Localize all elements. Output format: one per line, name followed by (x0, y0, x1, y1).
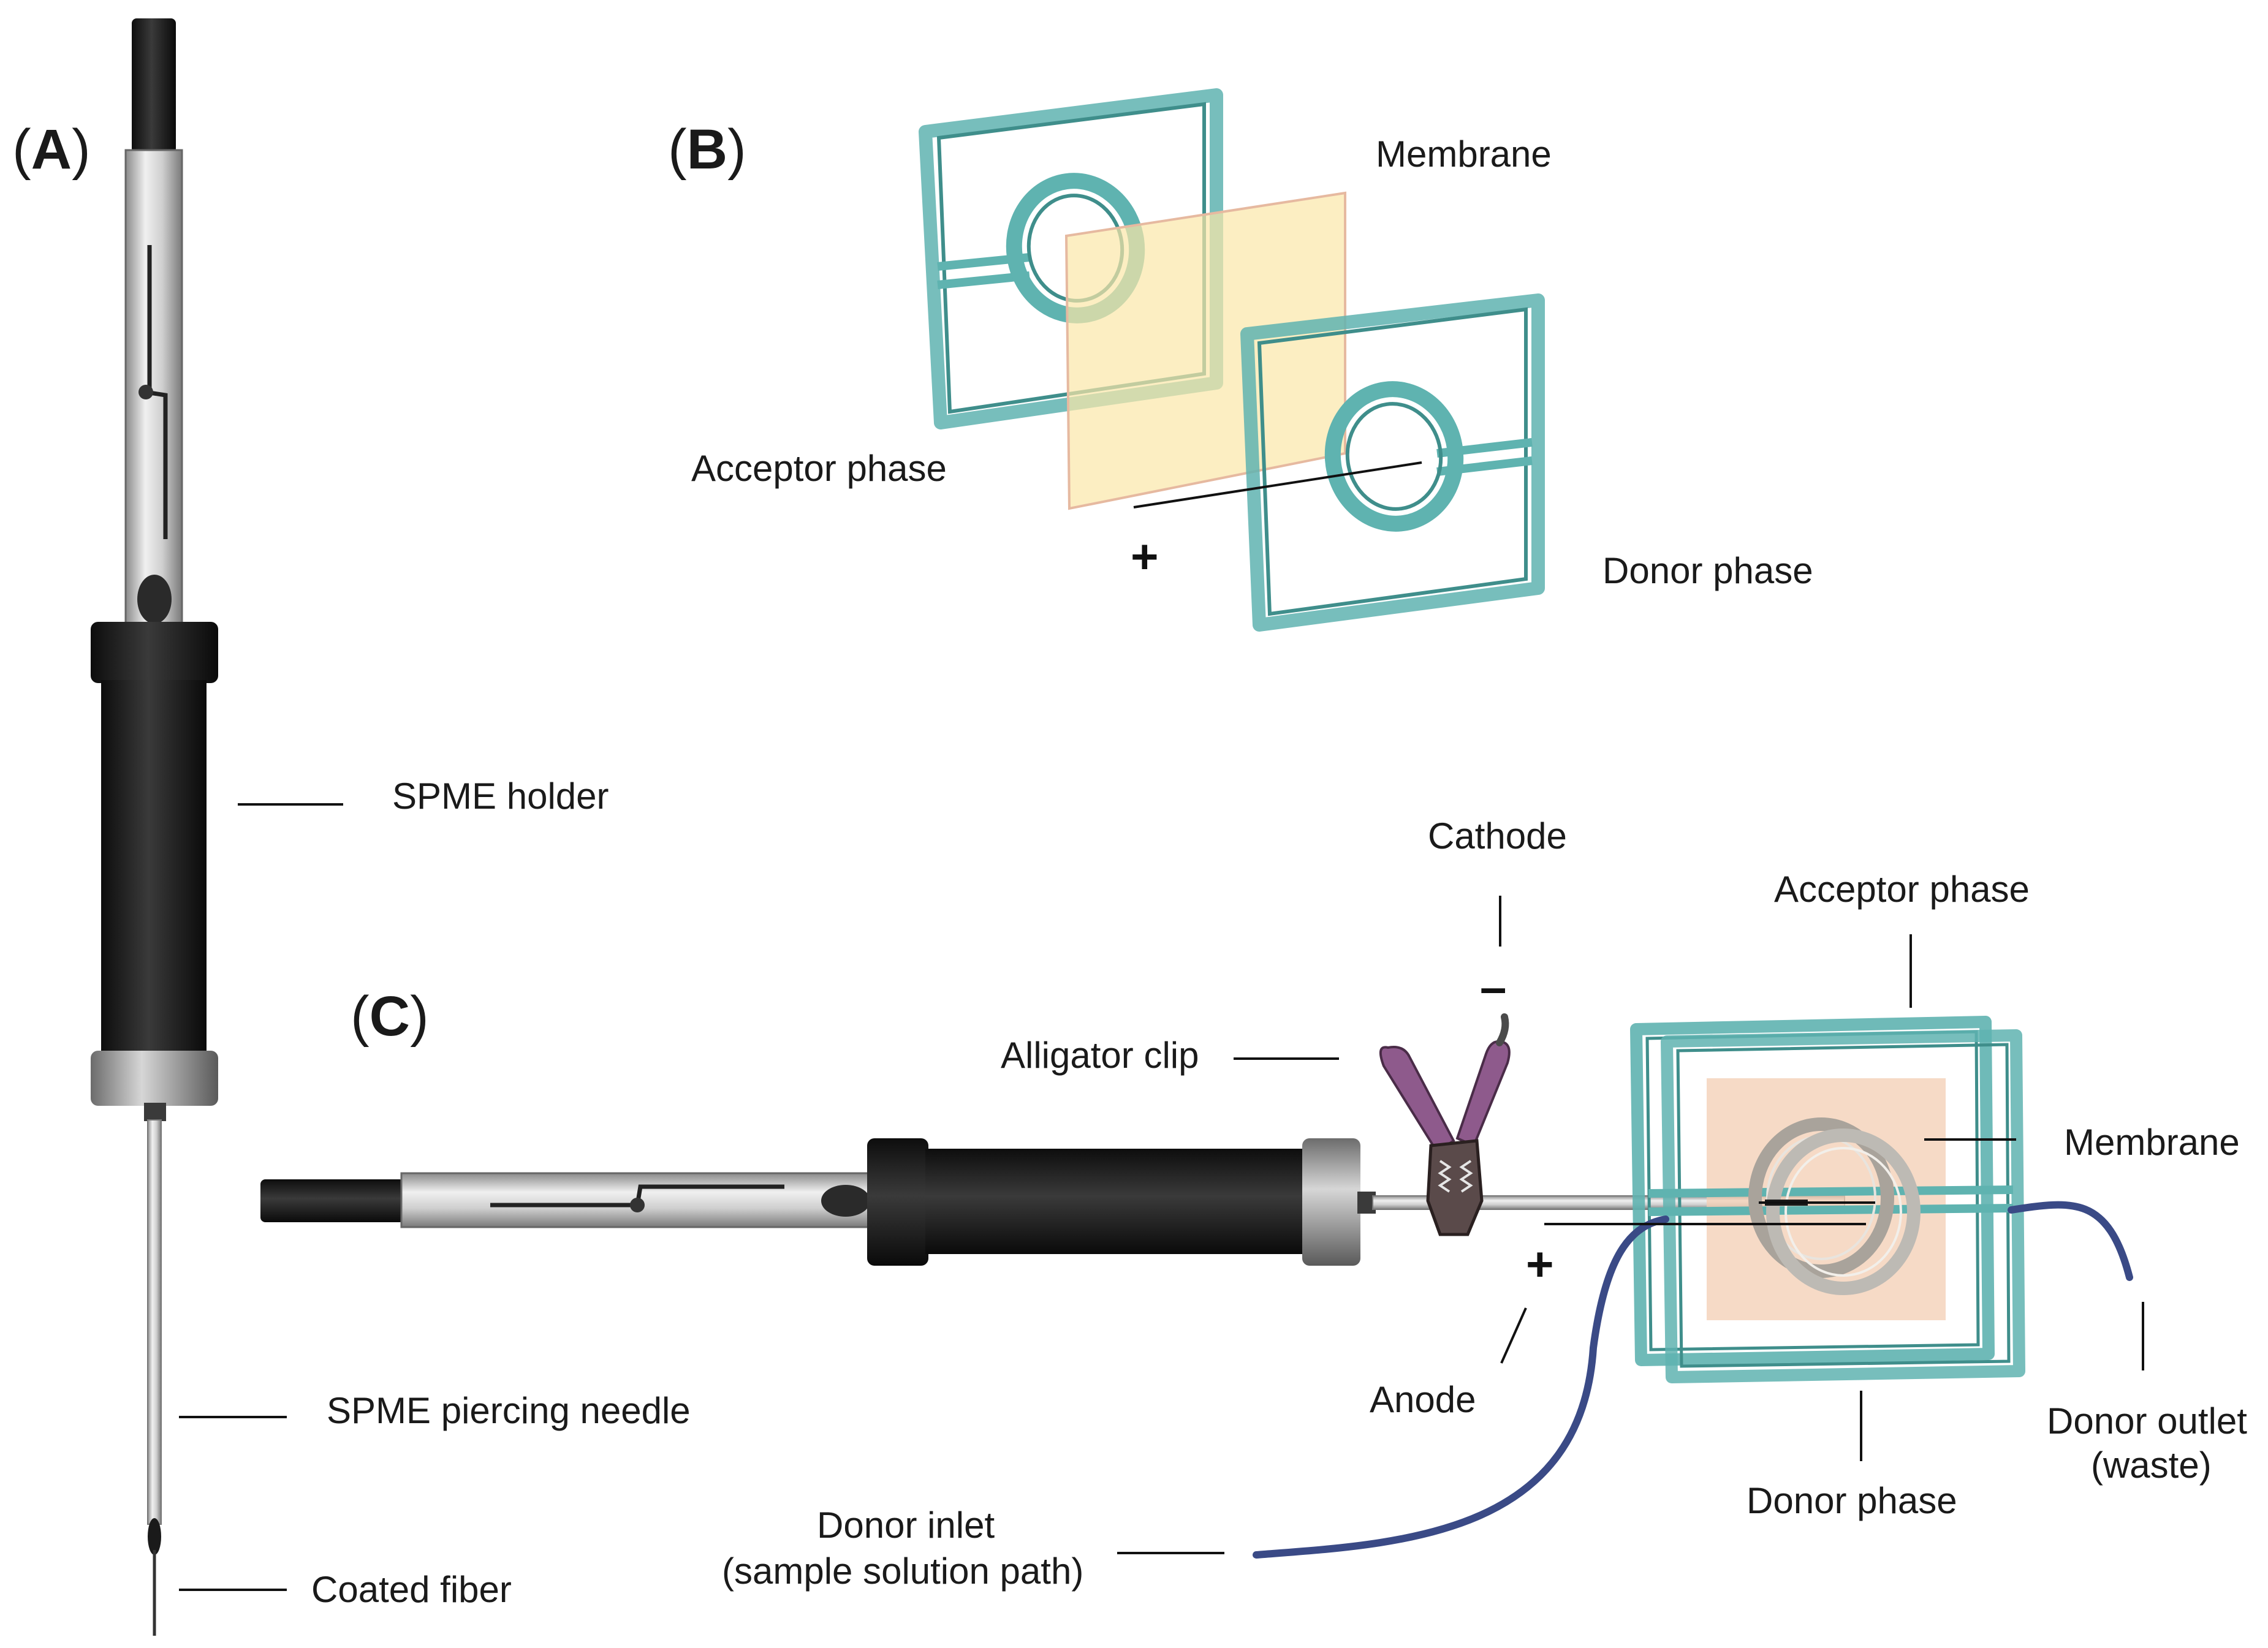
donor-frame-b (1240, 293, 1545, 632)
alligator-clip (1379, 1013, 1511, 1236)
spme-device-horizontal (260, 1138, 1845, 1266)
label-spme-piercing-needle: SPME piercing needle (327, 1390, 691, 1431)
holder-left-collar-h (867, 1138, 928, 1266)
donor-outlet-tubing (2008, 1201, 2133, 1281)
label-membrane-b: Membrane (1376, 134, 1552, 175)
plus-sign-b: + (1131, 529, 1159, 583)
donor-inlet-tubing (1253, 1215, 1669, 1559)
panel-b: (B) Membrane Acceptor phase + Donor phas… (668, 88, 1813, 632)
acceptor-frame-c (1630, 1016, 1995, 1366)
label-acceptor-phase-b: Acceptor phase (691, 448, 947, 489)
leader-anode (1500, 1307, 1527, 1364)
coated-fiber-tip (148, 1518, 161, 1555)
label-donor-phase-b: Donor phase (1602, 550, 1813, 591)
cathode-wire (1496, 1013, 1509, 1046)
plus-sign-c: + (1526, 1237, 1554, 1291)
spme-device-vertical (91, 18, 218, 1636)
donor-ring-c (1766, 1128, 1921, 1295)
label-spme-holder: SPME holder (392, 776, 609, 817)
minus-sign-c: – (1480, 960, 1506, 1014)
label-cathode: Cathode (1428, 815, 1567, 856)
label-donor-phase-c: Donor phase (1747, 1480, 1957, 1521)
plunger-barrel (124, 149, 183, 629)
channel-upper (1648, 1185, 2014, 1198)
label-donor-inlet-line2: (sample solution path) (722, 1551, 1083, 1592)
plunger-cap-h (260, 1179, 404, 1222)
spme-holder-body (101, 680, 207, 1054)
panel-a: (A) SPME holder SPME piercing needle Coa… (12, 18, 691, 1636)
spme-holder-body-h (925, 1149, 1305, 1254)
label-alligator-clip: Alligator clip (1001, 1035, 1199, 1076)
clip-grip-right (1455, 1040, 1511, 1147)
clip-jaw (1426, 1139, 1484, 1236)
barrel-window-h (821, 1185, 870, 1217)
hub-tip (144, 1103, 166, 1121)
label-coated-fiber: Coated fiber (311, 1569, 512, 1610)
holder-bottom-collar (91, 1051, 218, 1106)
label-membrane-c: Membrane (2064, 1122, 2240, 1163)
plunger-cap (132, 18, 176, 153)
electrode-wire-b (1133, 461, 1422, 508)
slot-pin-h (630, 1198, 645, 1212)
panel-c-label: (C) (351, 985, 429, 1048)
label-donor-outlet-line2: (waste) (2091, 1445, 2212, 1486)
eme-cell-c (1630, 1016, 2025, 1383)
barrel-window (137, 575, 172, 624)
label-donor-inlet-line1: Donor inlet (817, 1505, 995, 1546)
holder-right-collar-h (1302, 1138, 1360, 1266)
holder-top-collar (91, 622, 218, 683)
label-acceptor-phase-c: Acceptor phase (1774, 869, 2030, 910)
slot-pin (138, 385, 153, 399)
piercing-needle (147, 1119, 162, 1525)
clip-teeth (1438, 1160, 1473, 1193)
panel-b-label: (B) (668, 118, 746, 181)
membrane-sheet-b (1064, 191, 1346, 510)
panel-a-label: (A) (12, 118, 91, 181)
donor-frame-c (1661, 1029, 2025, 1383)
label-donor-outlet-line1: Donor outlet (2047, 1400, 2247, 1442)
clip-grip-left (1379, 1046, 1455, 1154)
channel-lower (1648, 1204, 2014, 1216)
panel-c: (C) (260, 815, 2247, 1592)
label-anode: Anode (1370, 1379, 1476, 1420)
